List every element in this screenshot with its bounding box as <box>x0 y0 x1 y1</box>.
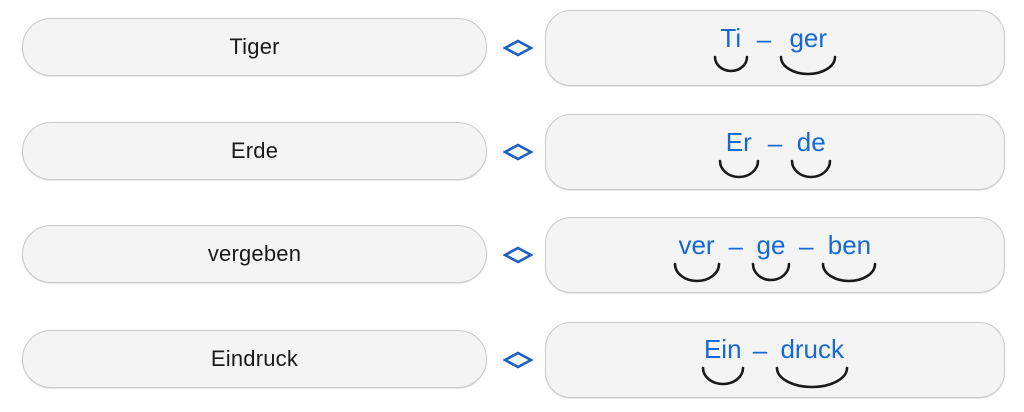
match-row: Tiger Ti – ger <box>0 8 1024 100</box>
syllable-card[interactable]: Ti – ger <box>545 10 1005 86</box>
syllable-label: ge <box>756 229 786 260</box>
syllable-card[interactable]: Ein – druck <box>545 322 1005 398</box>
word-label: Erde <box>230 138 279 163</box>
syllable-card[interactable]: Er – de <box>545 114 1005 190</box>
syllable-separator: – <box>752 334 768 365</box>
syllable-arc-icon <box>713 55 749 72</box>
diamond-connector-icon[interactable] <box>502 351 534 369</box>
syllable-group: ge <box>749 232 793 282</box>
word-card[interactable]: vergeben <box>22 225 487 283</box>
word-card[interactable]: Erde <box>22 122 487 180</box>
diamond-connector-icon[interactable] <box>502 143 534 161</box>
syllable-label: ger <box>789 22 828 53</box>
syllable-group: Ein <box>699 336 747 386</box>
syllable-row: Ein – druck <box>699 332 851 389</box>
syllable-separator: – <box>767 128 783 158</box>
syllable-arc-icon <box>775 366 849 388</box>
syllable-arc-icon <box>790 159 832 179</box>
syllable-arc-icon <box>822 262 877 282</box>
syllable-label: druck <box>780 333 845 364</box>
syllable-group: Ti <box>711 25 751 74</box>
word-label: vergeben <box>207 241 302 266</box>
match-row: Erde Er – de <box>0 112 1024 204</box>
syllable-label: Ti <box>720 22 742 53</box>
syllable-row: Ti – ger <box>711 21 839 76</box>
syllable-arc-icon <box>751 262 791 281</box>
diamond-connector-icon[interactable] <box>502 39 534 57</box>
syllable-group: ger <box>777 25 839 76</box>
word-label: Eindruck <box>210 346 299 371</box>
match-row: vergeben ver – ge <box>0 215 1024 307</box>
syllable-group: ben <box>819 232 879 283</box>
syllable-group: de <box>788 129 834 179</box>
word-card[interactable]: Eindruck <box>22 330 487 388</box>
syllable-label: Ein <box>703 333 742 364</box>
syllable-group: Er <box>716 129 762 179</box>
syllable-separator: – <box>728 230 743 261</box>
syllable-card[interactable]: ver – ge – ben <box>545 217 1005 293</box>
syllable-arc-icon <box>673 262 720 282</box>
syllable-label: de <box>796 127 826 157</box>
syllable-separator: – <box>799 230 814 261</box>
syllable-arc-icon <box>701 366 745 385</box>
syllable-group: druck <box>773 336 851 389</box>
syllable-group: ver <box>671 232 723 283</box>
match-row: Eindruck Ein – druck <box>0 320 1024 412</box>
syllable-label: Er <box>725 127 752 157</box>
syllable-separator: – <box>756 23 772 54</box>
word-card[interactable]: Tiger <box>22 18 487 76</box>
word-label: Tiger <box>229 34 280 59</box>
syllable-row: Er – de <box>716 125 834 179</box>
syllable-arc-icon <box>718 159 760 179</box>
syllable-row: ver – ge – ben <box>671 228 880 283</box>
syllable-label: ver <box>678 229 715 260</box>
syllable-label: ben <box>827 229 872 260</box>
syllable-arc-icon <box>779 55 837 75</box>
diamond-connector-icon[interactable] <box>502 246 534 264</box>
